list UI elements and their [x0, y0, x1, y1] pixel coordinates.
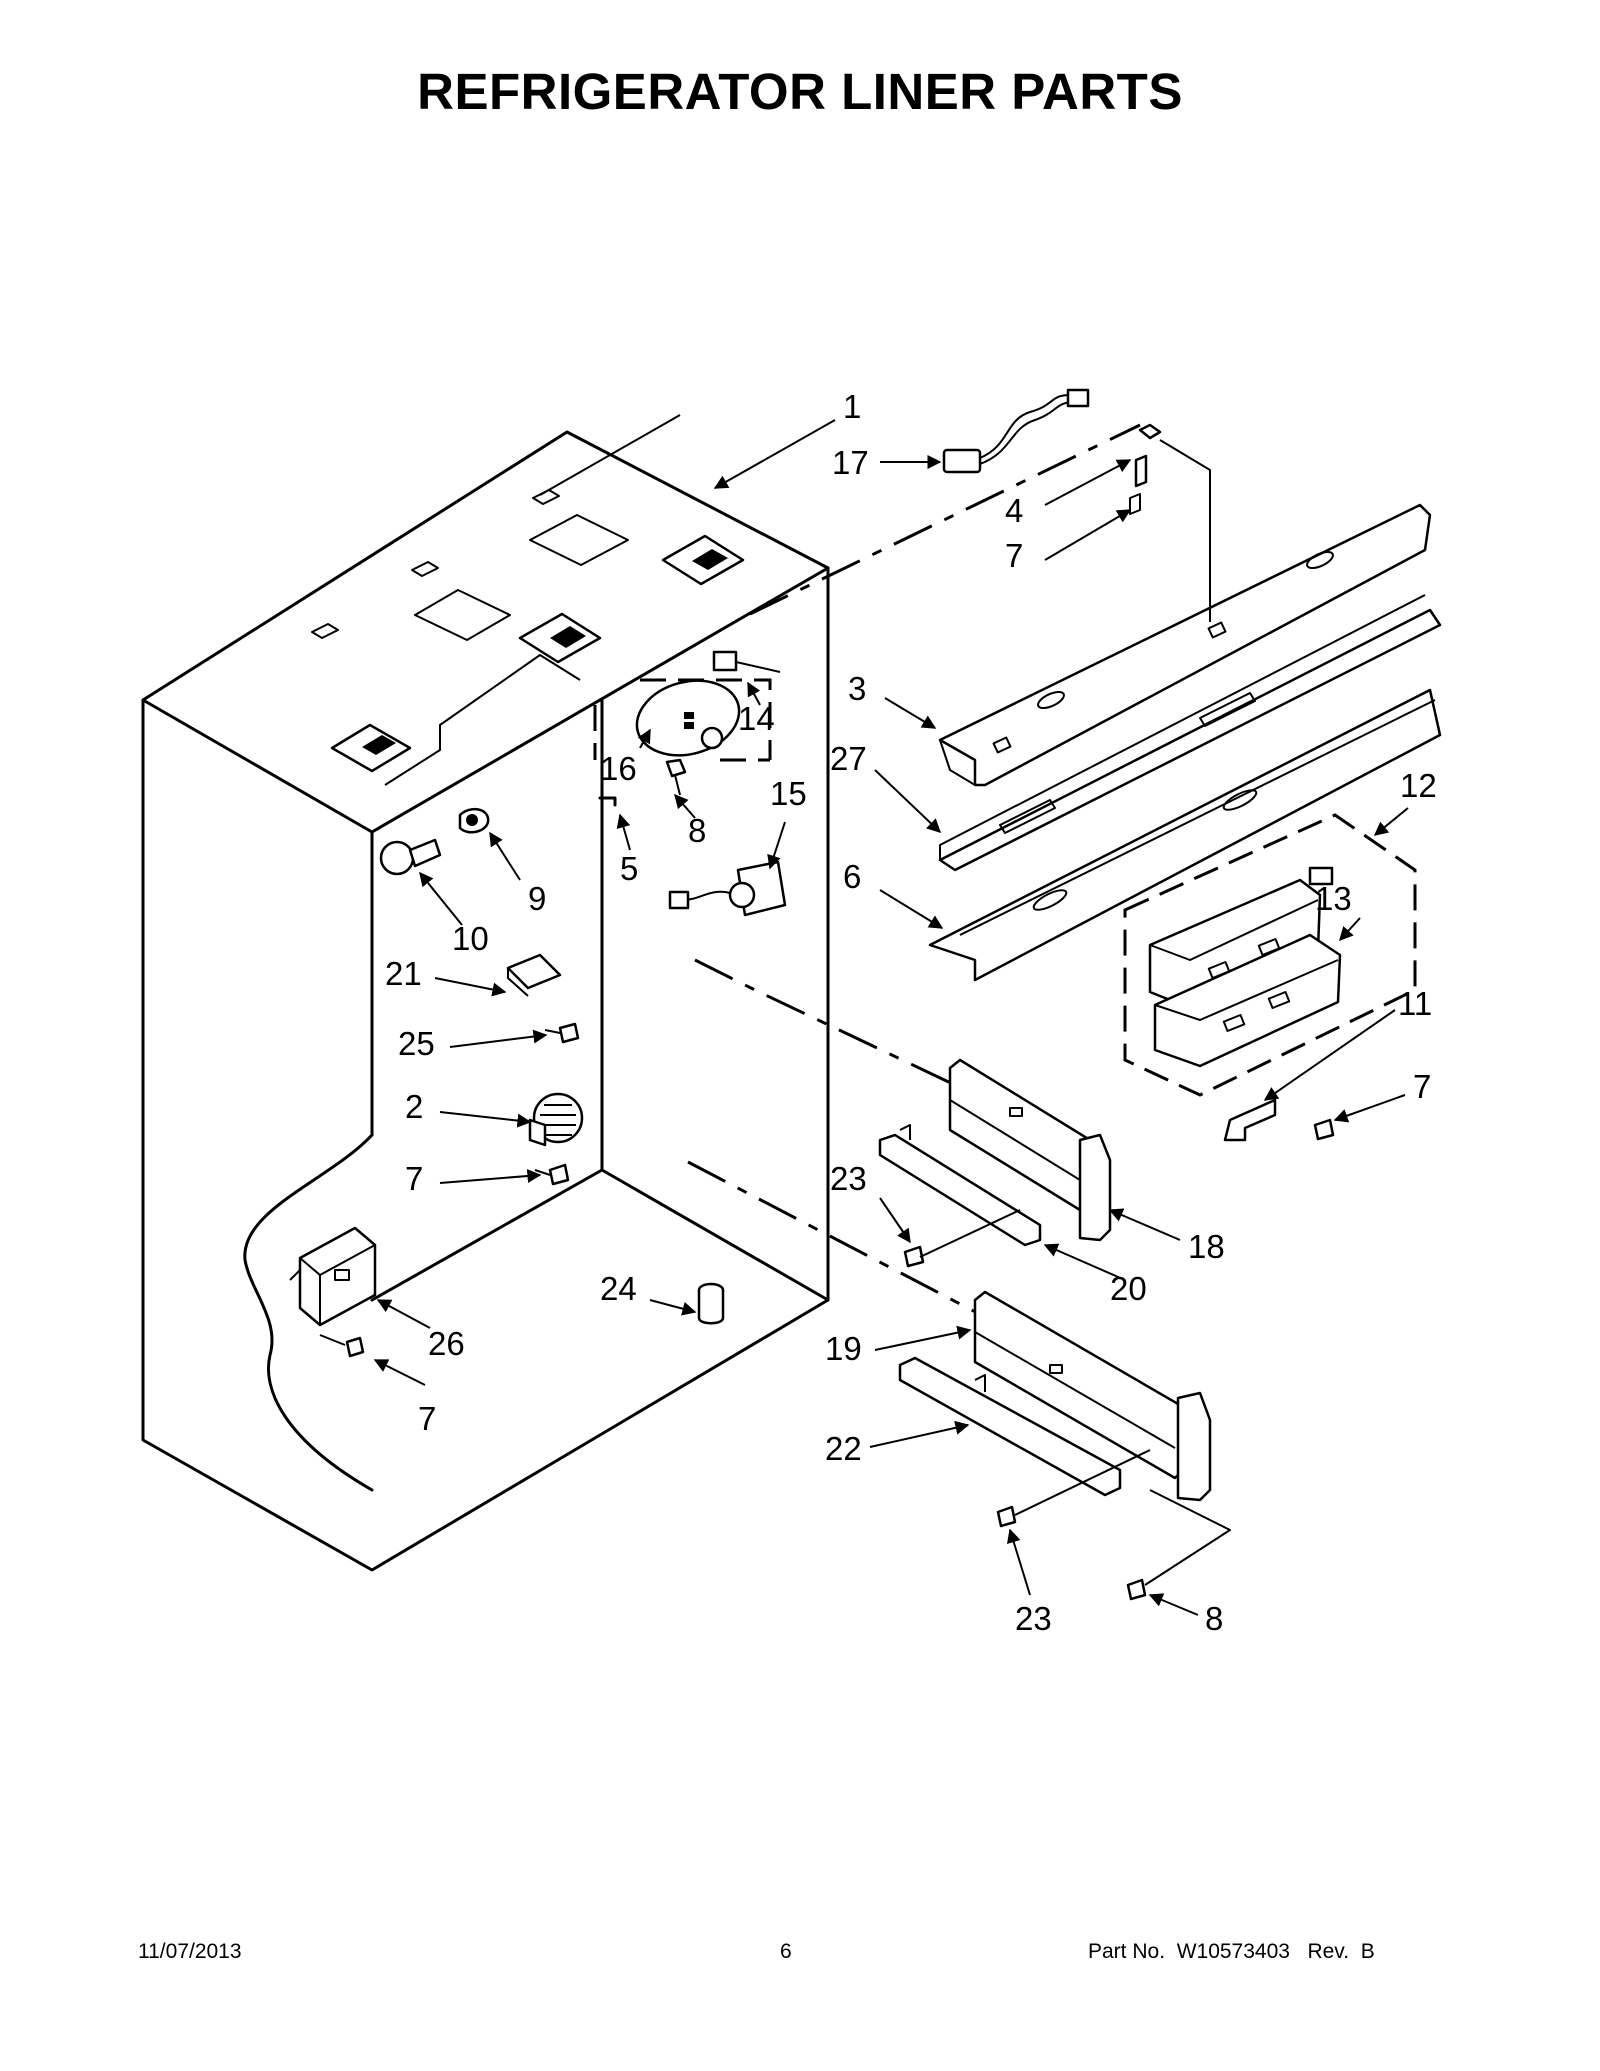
callout-13: 13	[1315, 880, 1352, 917]
screw-7-bottom	[319, 1334, 365, 1358]
bracket-4	[1129, 423, 1162, 515]
screw-8-upper	[665, 758, 687, 796]
callout-22: 22	[825, 1430, 862, 1467]
callout-4: 4	[1005, 492, 1023, 529]
callout-10: 10	[452, 920, 489, 957]
cover-13	[1153, 933, 1342, 1068]
callout-20: 20	[1110, 1270, 1147, 1307]
refrigerator-liner	[141, 414, 830, 1572]
upper-rail-3	[938, 503, 1432, 787]
screw-7-right	[1313, 1118, 1335, 1141]
callout-14: 14	[738, 700, 775, 737]
callout-11: 11	[1398, 985, 1432, 1022]
callout-18: 18	[1188, 1228, 1225, 1265]
callout-labels: 1 17 4 7 3 27 6 12 13 11 7 16 14 8 15 5 …	[385, 388, 1437, 1637]
screw-7-left	[534, 1163, 570, 1186]
callout-16: 16	[600, 750, 637, 787]
callout-2: 2	[405, 1088, 423, 1125]
callout-19: 19	[825, 1330, 862, 1367]
callout-7c: 7	[405, 1160, 423, 1197]
lamp-10	[379, 838, 442, 876]
callout-3: 3	[848, 670, 866, 707]
callout-12: 12	[1400, 767, 1437, 804]
module-26	[289, 1226, 377, 1327]
socket-9	[458, 807, 490, 834]
bracket-21	[506, 953, 562, 997]
screw-23-upper	[903, 1209, 1021, 1268]
wire-harness-17	[942, 388, 1090, 474]
callout-7d: 7	[418, 1400, 436, 1437]
callout-6: 6	[843, 858, 861, 895]
bracket-11	[1223, 1098, 1277, 1142]
footer-page-number: 6	[780, 1940, 792, 1963]
filter-24	[697, 1282, 725, 1325]
switch-15	[668, 860, 787, 917]
control-panel-16	[593, 650, 781, 807]
slide-20	[878, 1124, 1042, 1247]
callout-23: 23	[830, 1160, 867, 1197]
callout-24: 24	[600, 1270, 637, 1307]
callout-23b: 23	[1015, 1600, 1052, 1637]
callout-25: 25	[398, 1025, 435, 1062]
callout-7b: 7	[1413, 1068, 1431, 1105]
drawer-front-19	[973, 1290, 1212, 1502]
middle-rail-27	[938, 594, 1442, 872]
callout-8b: 8	[1205, 1600, 1223, 1637]
callout-17: 17	[832, 444, 869, 481]
callout-26: 26	[428, 1325, 465, 1362]
lower-rail-6	[928, 688, 1442, 982]
page-title: REFRIGERATOR LINER PARTS	[417, 63, 1183, 120]
slide-22	[898, 1356, 1122, 1497]
footer-date: 11/07/2013	[138, 1940, 242, 1963]
callout-8: 8	[688, 812, 706, 849]
callout-27: 27	[830, 740, 867, 777]
screw-25	[544, 1022, 580, 1044]
callout-5: 5	[620, 850, 638, 887]
drawer-front-18	[948, 1058, 1112, 1242]
footer-part-number: Part No. W10573403 Rev. B	[1088, 1940, 1375, 1963]
callout-15: 15	[770, 775, 807, 812]
callout-1: 1	[843, 388, 861, 425]
callout-21: 21	[385, 955, 422, 992]
screw-23-lower	[996, 1449, 1151, 1528]
grille-2	[528, 1092, 584, 1147]
callout-7: 7	[1005, 537, 1023, 574]
leader-lines	[373, 419, 1409, 1616]
callout-9: 9	[528, 880, 546, 917]
screw-8-lower	[1126, 1489, 1231, 1601]
